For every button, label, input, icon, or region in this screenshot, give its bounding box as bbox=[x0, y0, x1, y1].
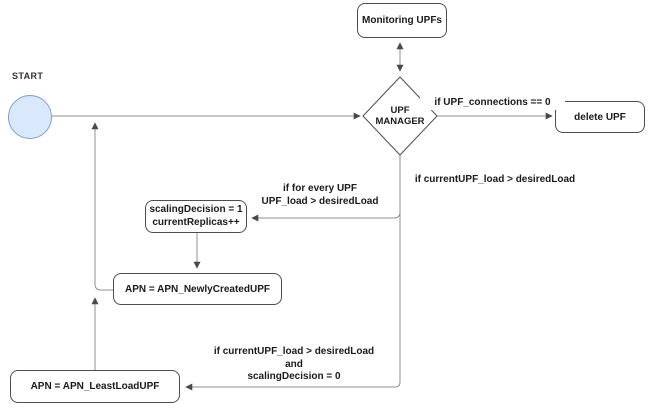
node-apn-least-load-upf-label: APN = APN_LeastLoadUPF bbox=[30, 381, 160, 392]
edge-label-upf-connections-zero: if UPF_connections == 0 bbox=[420, 97, 565, 110]
node-upf-manager-label: UPF MANAGER bbox=[363, 77, 437, 155]
edge-label-every-upf: if for every UPF UPF_load > desiredLoad bbox=[249, 183, 391, 208]
node-delete-upf: delete UPF bbox=[555, 101, 645, 133]
edge-label-current-upf-load: if currentUPF_load > desiredLoad bbox=[404, 174, 586, 187]
edge-label-scaling-decision-zero: if currentUPF_load > desiredLoad and sca… bbox=[203, 346, 385, 384]
edge-label-scaling-decision-zero-line1: if currentUPF_load > desiredLoad bbox=[213, 346, 375, 357]
node-delete-upf-label: delete UPF bbox=[574, 111, 626, 123]
node-monitoring-upfs: Monitoring UPFs bbox=[357, 3, 447, 38]
node-monitoring-upfs-label: Monitoring UPFs bbox=[362, 15, 442, 26]
edge-label-scaling-decision-zero-line3: scalingDecision = 0 bbox=[247, 371, 341, 382]
edge-label-scaling-decision-zero-line2: and bbox=[285, 358, 303, 370]
upf-manager-line1: UPF bbox=[390, 105, 410, 116]
node-apn-newly-created-upf: APN = APN_NewlyCreatedUPF bbox=[113, 273, 282, 305]
scaling-decision-line1: scalingDecision = 1 bbox=[149, 204, 243, 215]
upf-manager-line2: MANAGER bbox=[375, 116, 425, 127]
node-apn-newly-created-upf-label: APN = APN_NewlyCreatedUPF bbox=[125, 283, 270, 295]
node-scaling-decision: scalingDecision = 1 currentReplicas++ bbox=[145, 200, 247, 233]
edge-newly-to-mainline bbox=[91, 122, 113, 291]
edge-label-every-upf-line2: UPF_load > desiredLoad bbox=[261, 195, 379, 207]
start-label: START bbox=[12, 71, 44, 81]
edge-manager-to-scaling bbox=[251, 211, 401, 222]
scaling-decision-line2: currentReplicas++ bbox=[152, 216, 240, 228]
start-state-circle bbox=[8, 95, 52, 139]
node-apn-least-load-upf: APN = APN_LeastLoadUPF bbox=[10, 370, 180, 403]
edge-manager-to-leastload bbox=[185, 155, 401, 391]
edge-label-every-upf-line1: if for every UPF bbox=[283, 183, 357, 194]
